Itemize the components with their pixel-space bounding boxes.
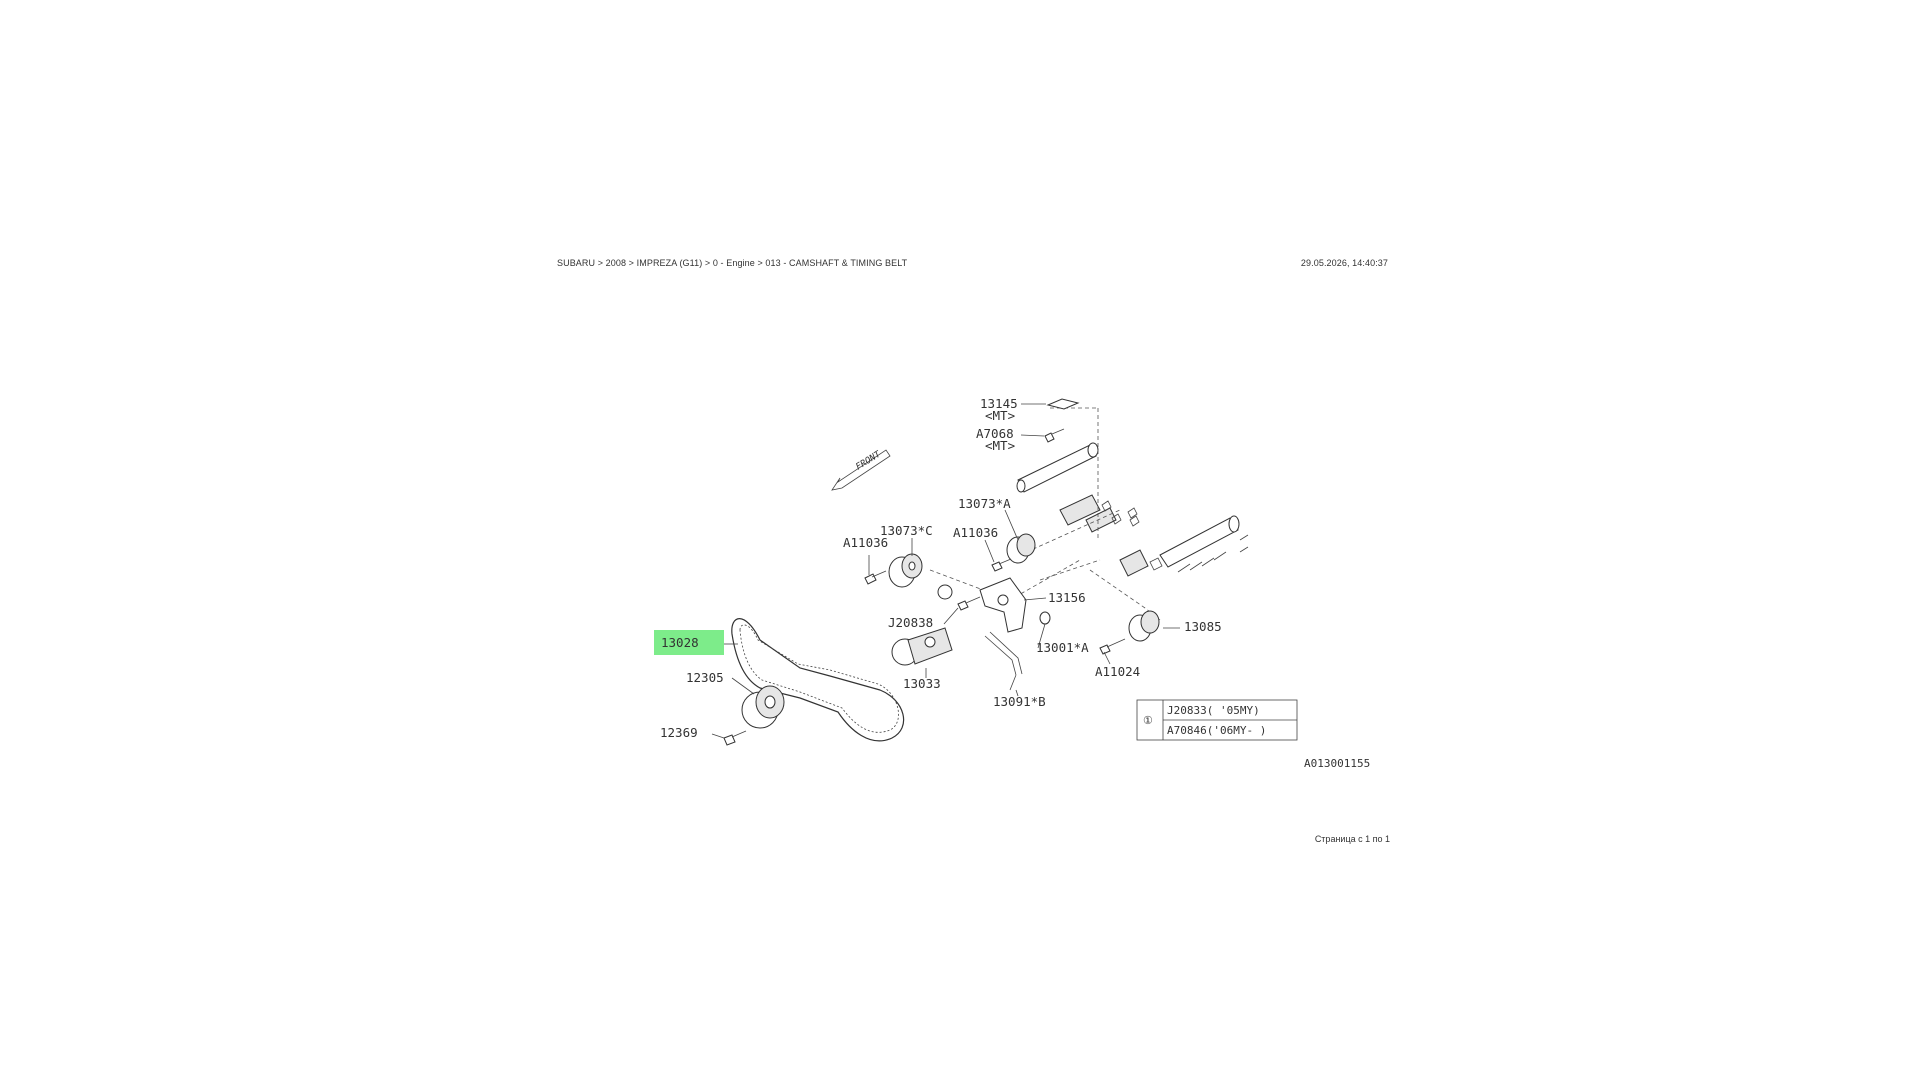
bolt-a11036-mid (991, 558, 1012, 572)
camshaft-right (1119, 515, 1249, 577)
bolt-a11036-left (864, 570, 887, 585)
timing-belt (731, 618, 905, 742)
bolt-a7068 (1044, 428, 1065, 443)
callout-13145-sub: <MT> (985, 408, 1015, 423)
legend-row-1: J20833( '05MY) (1167, 704, 1260, 717)
front-arrow-icon: FRONT (831, 449, 891, 491)
callout-13156[interactable]: 13156 (1048, 590, 1086, 605)
callout-12305[interactable]: 12305 (686, 670, 724, 685)
callout-a7068[interactable]: A7068 (976, 426, 1014, 441)
tensioner-bracket (937, 577, 1027, 633)
callout-a11024[interactable]: A11024 (1095, 664, 1140, 679)
idler-pulley-a (1006, 533, 1036, 564)
washer-13001a (1039, 611, 1051, 625)
callout-a11036-mid[interactable]: A11036 (953, 525, 998, 540)
legend-symbol: ① (1143, 714, 1153, 727)
tensioner-13033 (891, 627, 953, 666)
idler-pulley-c (888, 553, 923, 588)
selected-part-highlight (654, 630, 724, 655)
bolt-a11024 (1099, 638, 1126, 655)
bolt-j20838 (957, 596, 981, 611)
callout-13073-c[interactable]: 13073*C (880, 523, 933, 538)
pushrod-13091b (984, 631, 1023, 691)
callout-13145[interactable]: 13145 (980, 396, 1018, 411)
callout-13091-b[interactable]: 13091*B (993, 694, 1046, 709)
callout-a11036-left[interactable]: A11036 (843, 535, 888, 550)
legend-table: ① J20833( '05MY) A70846('06MY- ) (1136, 699, 1298, 741)
callout-j20838[interactable]: J20838 (888, 615, 933, 630)
idler-13085 (1128, 610, 1160, 642)
breadcrumb: SUBARU > 2008 > IMPREZA (G11) > 0 - Engi… (557, 258, 908, 268)
bolt-13145 (1046, 398, 1080, 410)
drawing-code: A013001155 (1304, 757, 1370, 770)
timestamp: 29.05.2026, 14:40:37 (1300, 258, 1388, 268)
callout-13028[interactable]: 13028 (661, 635, 699, 650)
camshaft-upper (1016, 442, 1140, 533)
front-label: FRONT (854, 449, 883, 472)
callout-13001-a[interactable]: 13001*A (1036, 640, 1089, 655)
legend-row-2: A70846('06MY- ) (1167, 724, 1266, 737)
callout-13033[interactable]: 13033 (903, 676, 941, 691)
callout-13085[interactable]: 13085 (1184, 619, 1222, 634)
callout-a7068-sub: <MT> (985, 438, 1015, 453)
bolt-12369 (723, 730, 747, 746)
page-counter: Страница с 1 по 1 (1314, 834, 1390, 844)
crank-sprocket-12305 (741, 685, 785, 729)
callout-12369[interactable]: 12369 (660, 725, 698, 740)
callout-13073-a[interactable]: 13073*A (958, 496, 1011, 511)
